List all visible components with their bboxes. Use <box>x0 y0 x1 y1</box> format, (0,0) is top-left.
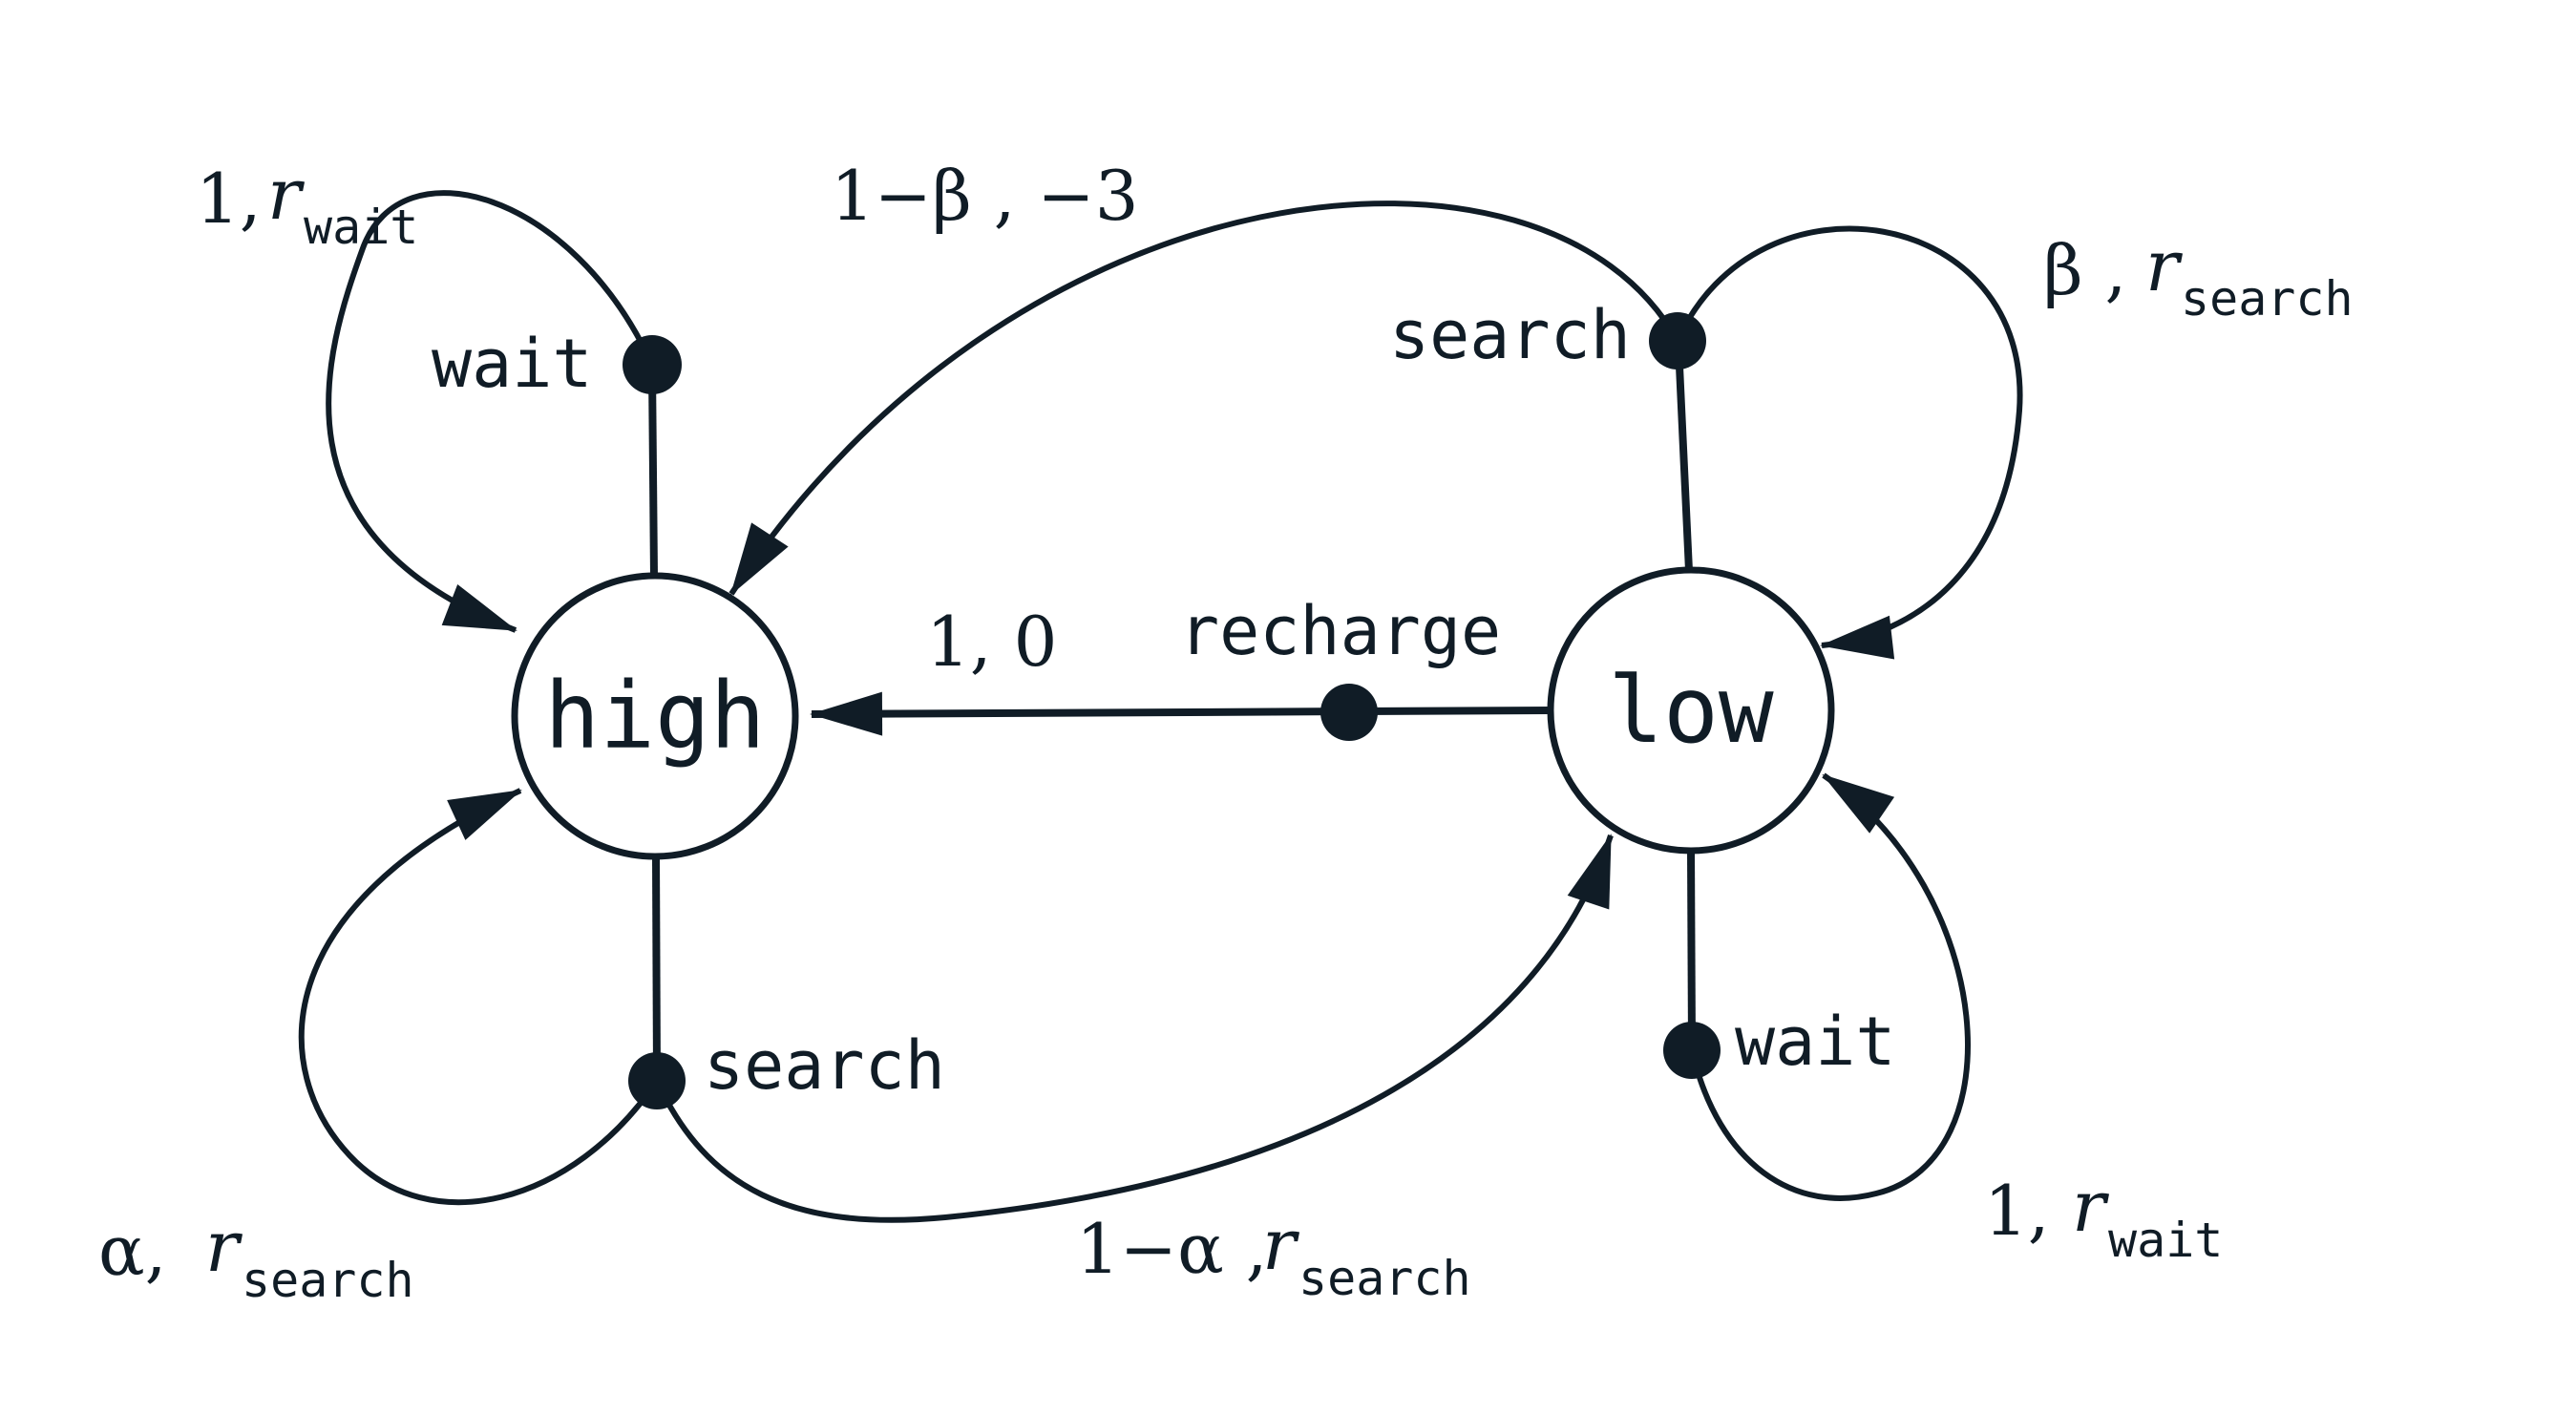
connector-high-search <box>652 855 661 1078</box>
label-recharge: 1, 0 <box>926 602 1057 682</box>
action-nodes <box>623 312 1721 1109</box>
edge-low-wait-loop <box>1689 772 1971 1201</box>
action-dot-low-wait <box>1663 1022 1721 1079</box>
edge-recharge-line <box>810 691 1552 736</box>
edge-low-search-to-high <box>728 201 1680 596</box>
action-dot-recharge <box>1320 684 1378 741</box>
state-node-low: low <box>1547 566 1835 855</box>
action-label-high-wait: wait <box>432 325 593 403</box>
state-label-low: low <box>1608 657 1774 764</box>
action-label-high-search: search <box>704 1026 945 1105</box>
edge-high-search-loop <box>298 788 660 1206</box>
label-low-search-loop: β , r search <box>2043 225 2354 327</box>
action-label-low-wait: wait <box>1735 1003 1896 1081</box>
edge-high-search-to-low <box>654 834 1614 1223</box>
state-circle-low <box>1547 566 1835 855</box>
action-dot-high-wait <box>623 335 682 394</box>
state-node-high: high <box>511 572 799 860</box>
connector-low-search <box>1675 345 1693 572</box>
action-dot-low-search <box>1649 312 1706 370</box>
edge-labels: 1, r wait 1−β , −3 β , r search 1, 0 α, … <box>98 154 2354 1308</box>
action-label-low-search: search <box>1389 296 1631 374</box>
action-label-recharge: recharge <box>1179 592 1501 670</box>
state-circle-high <box>511 572 799 860</box>
label-high-search-loop: α, r search <box>98 1206 414 1308</box>
edges <box>298 190 2023 1223</box>
label-low-search-to-high: 1−β , −3 <box>831 156 1139 236</box>
state-label-high: high <box>544 663 765 770</box>
connector-low-wait <box>1687 849 1696 1047</box>
connector-high-wait <box>648 368 658 578</box>
action-labels: wait search recharge search wait <box>432 296 1896 1105</box>
edge-low-search-loop <box>1675 225 2023 660</box>
action-dot-high-search <box>628 1052 686 1109</box>
label-high-wait-loop: 1, r wait <box>196 154 418 255</box>
edge-high-wait-loop <box>326 190 655 633</box>
label-high-search-to-low: 1−α , r search <box>1076 1204 1471 1306</box>
label-low-wait-loop: 1, r wait <box>1984 1166 2223 1268</box>
